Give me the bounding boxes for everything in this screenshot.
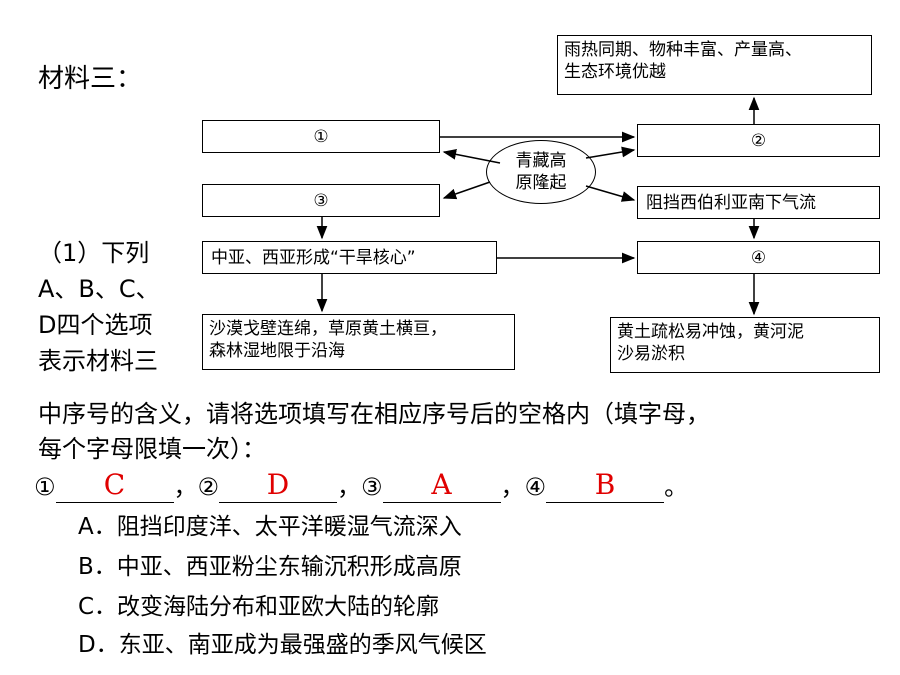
answer-num-3: ，③ xyxy=(337,473,383,501)
diagram-box-2: ② xyxy=(637,124,880,157)
diagram-box-4: ④ xyxy=(637,241,880,274)
question-line5: 中序号的含义，请将选项填写在相应序号后的空格内（填字母， xyxy=(38,400,710,428)
question-line6: 每个字母限填一次）： xyxy=(38,435,266,463)
arrow-center-to-2 xyxy=(585,146,636,159)
material-title: 材料三： xyxy=(38,64,143,94)
arrow-center-to-3 xyxy=(442,181,491,200)
diagram-top-right-box: 雨热同期、物种丰富、产量高、 生态环境优越 xyxy=(557,35,872,95)
desert-line2: 森林湿地限于沿海 xyxy=(209,341,345,361)
box-1-label: ① xyxy=(313,126,329,147)
box-2-label: ② xyxy=(750,130,767,151)
answer-num-2: ，② xyxy=(173,473,220,501)
top-right-line2: 生态环境优越 xyxy=(564,62,666,82)
answer-end: 。 xyxy=(664,473,689,501)
question-line4: 表示材料三 xyxy=(38,347,158,375)
top-right-line1: 雨热同期、物种丰富、产量高、 xyxy=(564,40,802,60)
arrow-center-to-siberia xyxy=(585,185,636,202)
option-c: C．改变海陆分布和亚欧大陆的轮廓 xyxy=(78,594,440,620)
box-3-label: ③ xyxy=(313,190,329,211)
answer-blank-4[interactable]: B xyxy=(546,470,665,503)
option-b: B．中亚、西亚粉尘东输沉积形成高原 xyxy=(78,554,462,580)
center-line1: 青藏高 xyxy=(515,151,567,171)
question-line3: D四个选项 xyxy=(38,311,153,339)
diagram-box-1: ① xyxy=(202,120,440,153)
center-line2: 原隆起 xyxy=(515,173,567,193)
option-a: A．阻挡印度洋、太平洋暖湿气流深入 xyxy=(78,514,462,540)
block-siberia-text: 阻挡西伯利亚南下气流 xyxy=(646,192,816,213)
diagram-desert-box: 沙漠戈壁连绵，草原黄土横亘， 森林湿地限于沿海 xyxy=(202,314,515,370)
diagram-center-ellipse: 青藏高 原隆起 xyxy=(486,140,596,204)
option-d: D．东亚、南亚成为最强盛的季风气候区 xyxy=(78,632,487,658)
question-line2: A、B、C、 xyxy=(38,275,160,303)
drought-core-text: 中亚、西亚形成“干旱核心” xyxy=(211,247,416,268)
answer-blank-2[interactable]: D xyxy=(219,470,338,503)
answer-blank-1[interactable]: C xyxy=(55,470,174,503)
loess-line2: 沙易淤积 xyxy=(617,344,685,364)
answer-blank-3[interactable]: A xyxy=(382,470,501,503)
desert-line1: 沙漠戈壁连绵，草原黄土横亘， xyxy=(209,319,447,339)
answer-num-4: ，④ xyxy=(500,473,547,501)
answer-num-1: ① xyxy=(34,473,56,501)
diagram-block-siberia-box: 阻挡西伯利亚南下气流 xyxy=(637,186,880,219)
diagram-loess-box: 黄土疏松易冲蚀，黄河泥 沙易淤积 xyxy=(610,317,880,373)
arrow-center-to-1 xyxy=(442,149,501,164)
diagram-box-3: ③ xyxy=(202,184,440,217)
question-line1: （1）下列 xyxy=(38,239,150,267)
loess-line1: 黄土疏松易冲蚀，黄河泥 xyxy=(617,322,804,342)
diagram-drought-core-box: 中亚、西亚形成“干旱核心” xyxy=(202,241,497,274)
box-4-label: ④ xyxy=(750,247,767,268)
